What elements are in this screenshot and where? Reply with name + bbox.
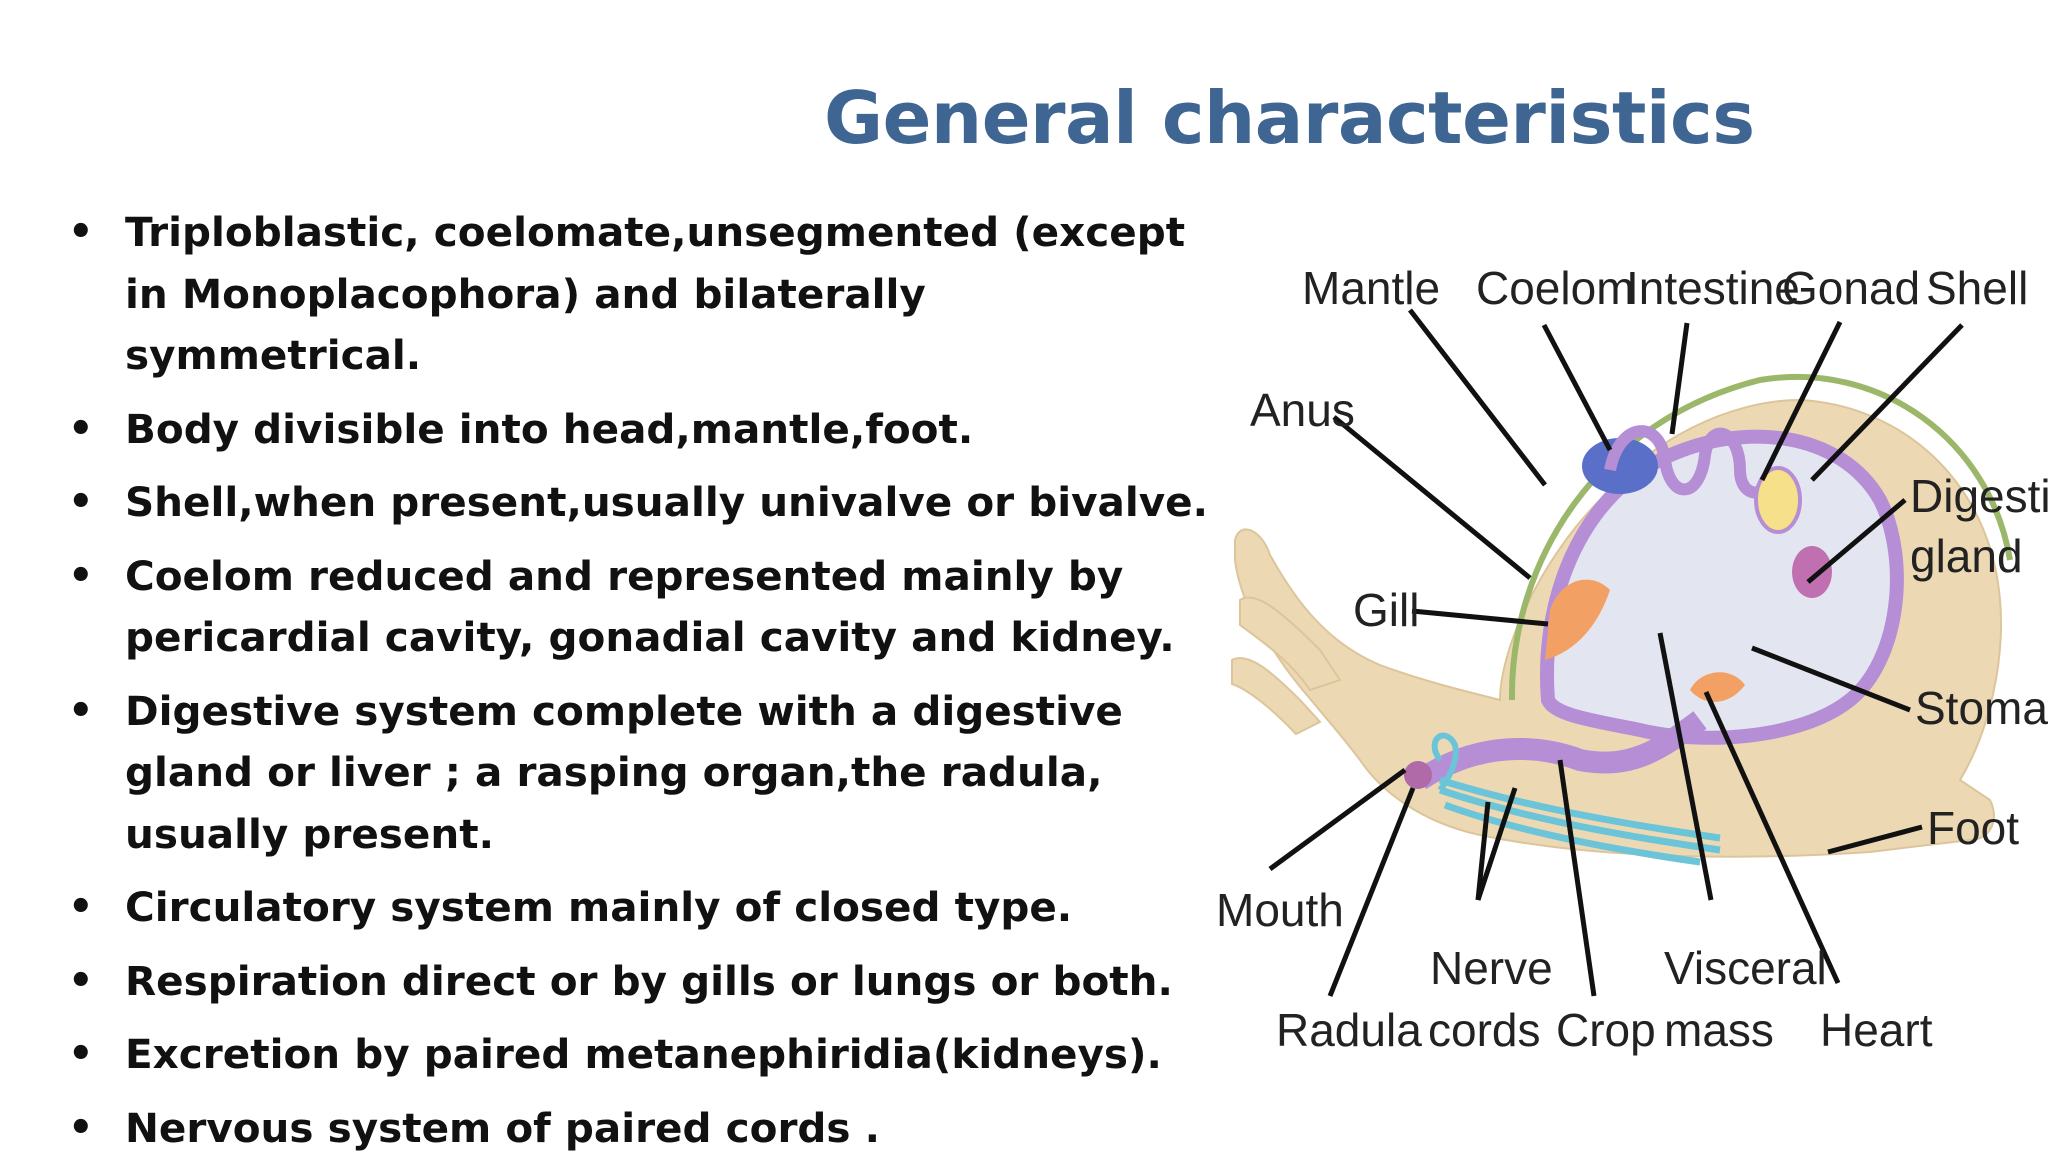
label-mouth: Mouth [1216, 884, 1344, 936]
tentacle-upper [1239, 596, 1342, 692]
label-visceral-mass-line1: Visceral [1664, 942, 1827, 994]
label-mantle: Mantle [1302, 262, 1440, 314]
bullet-item: • Excretion by paired metanephiridia(kidn… [62, 1024, 1162, 1086]
bullet-dot: • [68, 884, 94, 930]
digestive-tract [1413, 711, 1707, 790]
bullet-item: • Shell,when present,usually univalve or … [62, 472, 1208, 534]
heart-shape [1690, 672, 1745, 702]
bullet-item: • Circulatory system mainly of closed ty… [62, 877, 1142, 939]
mouth-shape [1404, 761, 1432, 789]
bullet-dot: • [68, 1104, 94, 1151]
bullet-text-line: Body divisible into head,mantle,foot. [125, 404, 974, 453]
diagram-labels: Mantle Coelom Intestine Gonad Shell Anus… [1216, 262, 2048, 1056]
bullet-dot: • [68, 552, 94, 599]
bullet-text-line: Digestive system complete with a digesti… [125, 686, 1123, 735]
label-nerve-cords-line1: Nerve [1430, 942, 1553, 994]
bullet-item: • Digestive system complete with a diges… [62, 681, 1142, 866]
label-digestive-gland-line1: Digestive [1910, 470, 2048, 522]
nerve-ring [1431, 732, 1459, 792]
label-anus: Anus [1250, 384, 1355, 436]
bullet-text-line: Shell,when present,usually univalve or b… [125, 478, 1208, 526]
digestive-gland-shape [1792, 546, 1832, 598]
shell-outline [1508, 373, 2013, 701]
label-coelom: Coelom [1476, 262, 1635, 314]
label-gonad: Gonad [1782, 262, 1920, 314]
label-shell: Shell [1926, 262, 2028, 314]
label-nerve-cords-line2: cords [1428, 1004, 1540, 1056]
label-intestine: Intestine [1626, 262, 1800, 314]
bullet-text-line: Triploblastic, coelomate,unsegmented (ex… [125, 208, 1186, 256]
intestine-loops [1604, 425, 1781, 499]
bullet-text-line: gland or liver ; a rasping organ,the rad… [125, 748, 1103, 796]
bullet-text-line: usually present. [125, 809, 494, 858]
bullet-dot: • [68, 957, 94, 1004]
bullet-text-line: pericardial cavity, gonadial cavity and … [125, 613, 1175, 661]
label-visceral-mass-line2: mass [1664, 1004, 1774, 1056]
leader-lines [1268, 308, 1964, 997]
bullet-dot: • [68, 209, 94, 255]
label-digestive-gland-line2: gland [1910, 530, 2023, 582]
bullet-item: • Respiration direct or by gills or lung… [62, 951, 1173, 1013]
bullet-dot: • [68, 405, 94, 452]
bullet-item: • Nervous system of paired cords . [62, 1098, 1142, 1160]
slide-title: General characteristics [824, 76, 1755, 160]
bullet-dot: • [68, 1031, 94, 1077]
gonad-shape [1754, 466, 1802, 534]
bullet-item: • Triploblastic, coelomate,unsegmented (e… [62, 202, 1185, 387]
label-foot: Foot [1927, 802, 2019, 854]
visceral-mass [1540, 429, 1904, 745]
bullet-text-line: symmetrical. [125, 331, 422, 379]
gill-shape [1545, 579, 1610, 660]
mollusc-anatomy-diagram: Mantle Coelom Intestine Gonad Shell Anus… [1216, 262, 2048, 1056]
tentacle-lower [1231, 657, 1322, 736]
bullet-item: • Coelom reduced and represented mainly b… [62, 546, 1175, 669]
bullet-text-line: in Monoplacophora) and bilaterally [125, 269, 926, 318]
label-gill: Gill [1353, 584, 1419, 636]
bullet-text-line: Respiration direct or by gills or lungs … [125, 956, 1173, 1005]
label-radula: Radula [1276, 1004, 1422, 1056]
bullet-text-line: Nervous system of paired cords . [125, 1103, 881, 1152]
bullet-text-line: Circulatory system mainly of closed type… [125, 883, 1073, 931]
bullet-dot: • [68, 479, 94, 525]
coelom-shape [1582, 438, 1658, 494]
label-crop: Crop [1556, 1004, 1656, 1056]
bullet-text-line: Excretion by paired metanephiridia(kidne… [125, 1030, 1162, 1078]
bullet-text-line: Coelom reduced and represented mainly by [125, 551, 1124, 600]
characteristics-list: • Triploblastic, coelomate,unsegmented (e… [62, 202, 1208, 1171]
label-stomach: Stomach [1915, 682, 2048, 734]
bullet-dot: • [68, 687, 94, 734]
bullet-item: • Body divisible into head,mantle,foot. [62, 399, 1142, 461]
label-heart: Heart [1820, 1004, 1933, 1056]
